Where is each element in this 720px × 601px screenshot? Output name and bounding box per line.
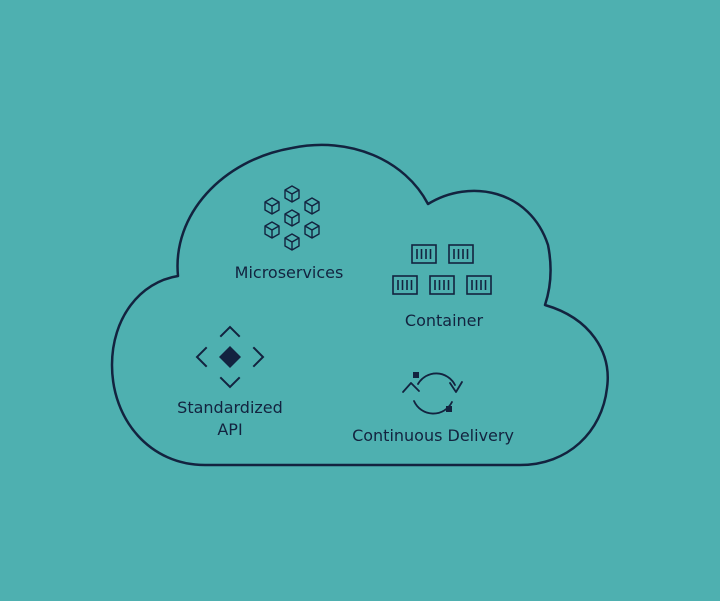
- container-box-5: [466, 275, 492, 295]
- diamond-brackets-icon: [195, 325, 265, 389]
- arc-top: [417, 372, 456, 386]
- continuous-delivery-label: Continuous Delivery: [352, 426, 514, 445]
- cube-cluster-icon: [264, 185, 320, 251]
- container-box-2: [448, 244, 474, 264]
- container-box-3: [392, 275, 418, 295]
- center-diamond: [219, 346, 241, 368]
- bracket-bottom: [219, 376, 241, 389]
- standardized-api-label: Standardized API: [155, 397, 305, 441]
- arrowhead-top: [449, 381, 463, 393]
- arrowhead-bottom: [402, 382, 420, 393]
- shipping-containers-icon: [392, 244, 492, 295]
- microservices-label: Microservices: [234, 263, 344, 282]
- bracket-right: [252, 346, 265, 368]
- container-label: Container: [404, 311, 484, 330]
- cube-4: [284, 209, 300, 227]
- bracket-top: [219, 325, 241, 338]
- cube-7: [284, 233, 300, 251]
- container-box-4: [429, 275, 455, 295]
- cube-3: [304, 197, 320, 215]
- standardized-api-label-line1: Standardized: [177, 398, 283, 417]
- cube-1: [284, 185, 300, 203]
- cycle-arrows-icon: [402, 372, 463, 415]
- cloud-outline: [110, 143, 609, 467]
- square-top: [413, 372, 419, 378]
- bracket-left: [195, 346, 208, 368]
- square-bottom: [446, 406, 452, 412]
- standardized-api-label-line2: API: [217, 420, 243, 439]
- cube-6: [304, 221, 320, 239]
- cube-5: [264, 221, 280, 239]
- cube-2: [264, 197, 280, 215]
- container-box-1: [411, 244, 437, 264]
